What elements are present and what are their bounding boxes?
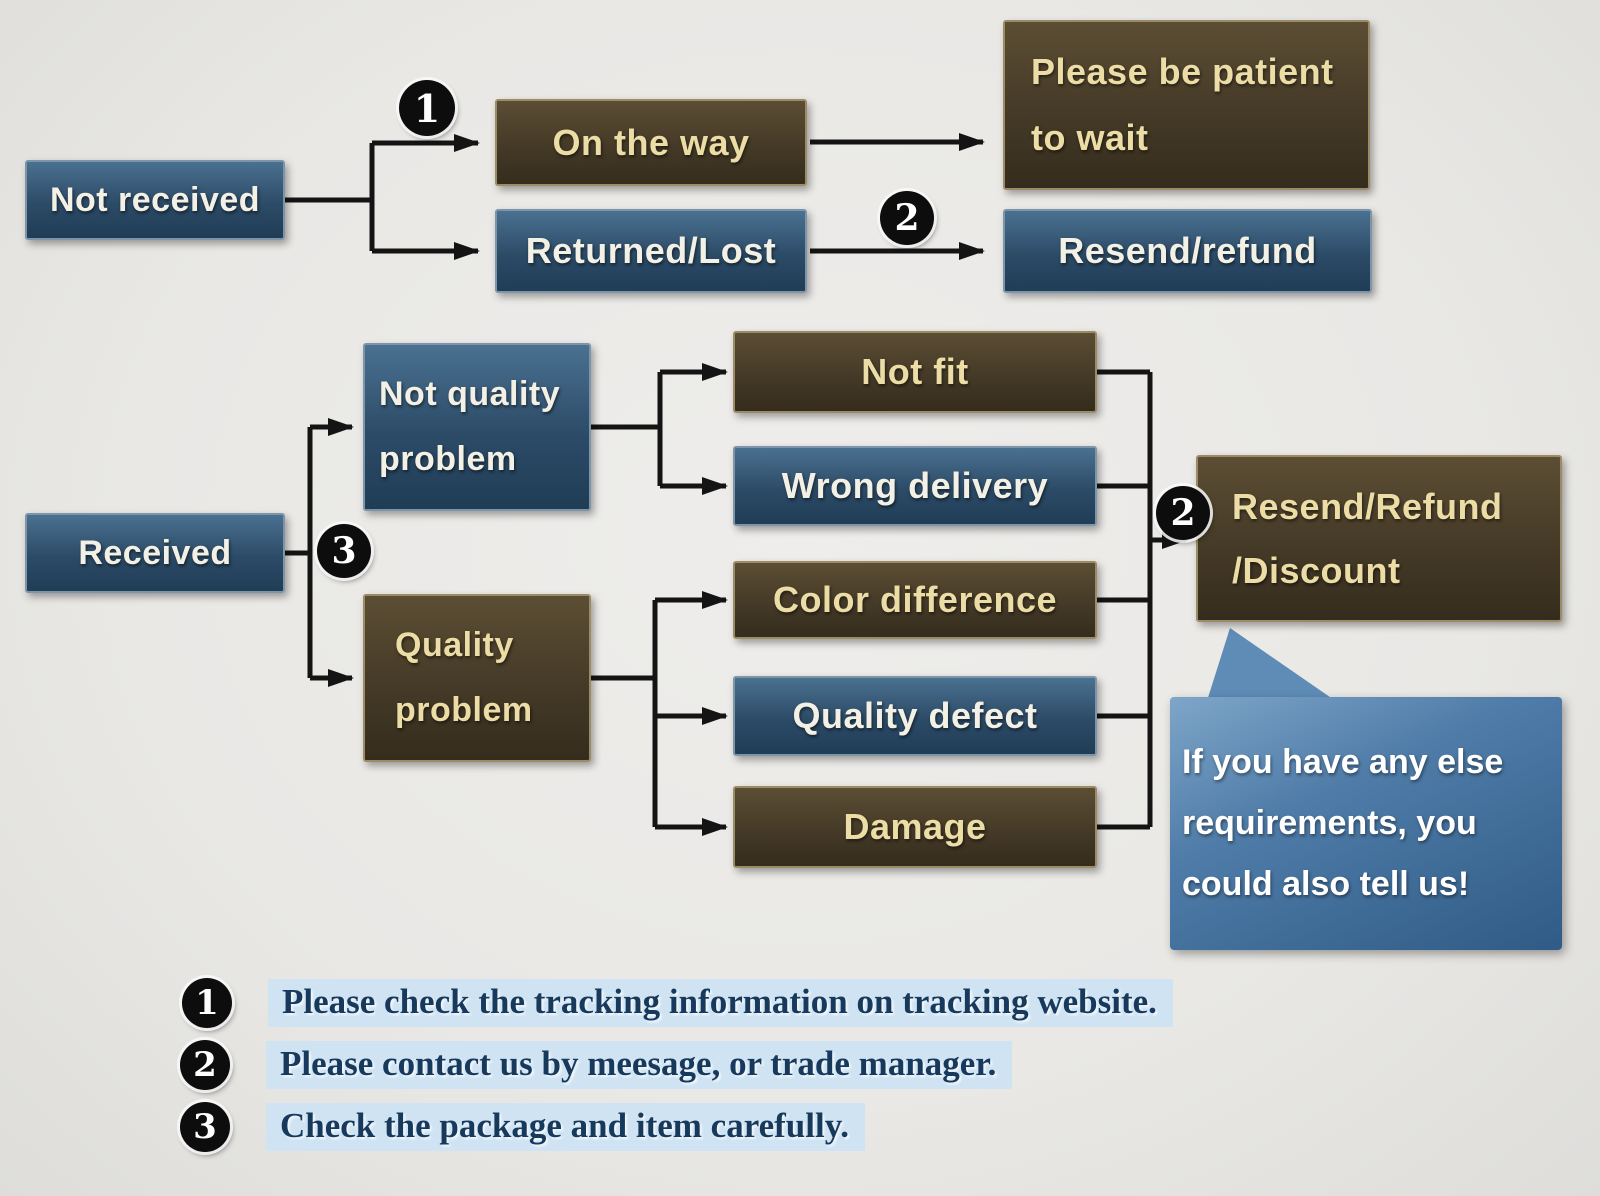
received-box: Received <box>25 513 285 593</box>
legend-3-badge: 3 <box>180 1102 230 1152</box>
wrong-delivery-box: Wrong delivery <box>733 446 1097 526</box>
legend-2-badge-number: 2 <box>193 1045 217 1085</box>
received-label: Received <box>78 533 232 572</box>
damage-label: Damage <box>843 806 987 847</box>
on-the-way-box: On the way <box>495 99 807 186</box>
quality-defect-box: Quality defect <box>733 676 1097 756</box>
resend-refund-discount-line2: /Discount <box>1232 549 1401 591</box>
quality-problem-box: Quality problem <box>363 594 591 762</box>
quality-problem-line2: problem <box>395 691 533 729</box>
quality-problem-line1: Quality <box>395 626 514 664</box>
resend-refund-discount-box: Resend/Refund /Discount <box>1196 455 1562 622</box>
note-bubble: If you have any else requirements, you c… <box>1170 697 1562 950</box>
step-2-badge-top-number: 2 <box>894 197 920 239</box>
bubble-tail <box>1206 628 1340 704</box>
not-quality-problem-line2: problem <box>379 440 517 478</box>
legend-1-badge: 1 <box>182 978 232 1028</box>
step-2-badge-right: 2 <box>1156 486 1210 540</box>
resend-refund-box: Resend/refund <box>1003 209 1372 293</box>
legend-item-2: 2 Please contact us by meesage, or trade… <box>180 1040 1013 1090</box>
legend-item-1: 1 Please check the tracking information … <box>182 978 1173 1028</box>
returned-lost-box: Returned/Lost <box>495 209 807 293</box>
legend-3-text: Check the package and item carefully. <box>266 1103 866 1151</box>
be-patient-box: Please be patient to wait <box>1003 20 1370 190</box>
legend-1-badge-number: 1 <box>195 983 219 1023</box>
resend-refund-discount-line1: Resend/Refund <box>1232 485 1503 527</box>
legend-3-badge-number: 3 <box>193 1107 217 1147</box>
be-patient-line1: Please be patient <box>1031 51 1334 92</box>
legend-item-3: 3 Check the package and item carefully. <box>180 1102 866 1152</box>
note-bubble-line1: If you have any else <box>1182 743 1504 781</box>
not-fit-label: Not fit <box>861 351 969 392</box>
step-1-badge-number: 1 <box>413 85 441 131</box>
not-received-box: Not received <box>25 160 285 240</box>
step-1-badge: 1 <box>399 80 455 136</box>
be-patient-line2: to wait <box>1031 117 1149 158</box>
step-2-badge-top: 2 <box>880 191 934 245</box>
not-fit-box: Not fit <box>733 331 1097 413</box>
returned-lost-label: Returned/Lost <box>525 230 777 271</box>
color-difference-box: Color difference <box>733 561 1097 639</box>
note-bubble-line2: requirements, you <box>1182 804 1477 842</box>
not-received-label: Not received <box>49 180 261 219</box>
color-difference-label: Color difference <box>772 579 1058 620</box>
note-bubble-line3: could also tell us! <box>1182 865 1470 903</box>
not-quality-problem-line1: Not quality <box>379 375 561 413</box>
step-3-badge: 3 <box>317 524 371 578</box>
not-quality-problem-box: Not quality problem <box>363 343 591 511</box>
damage-box: Damage <box>733 786 1097 868</box>
wrong-delivery-label: Wrong delivery <box>781 465 1049 506</box>
step-3-badge-number: 3 <box>331 530 357 572</box>
legend-2-badge: 2 <box>180 1040 230 1090</box>
legend-2-text: Please contact us by meesage, or trade m… <box>266 1041 1013 1089</box>
step-2-badge-right-number: 2 <box>1170 492 1196 534</box>
on-the-way-label: On the way <box>552 121 750 163</box>
legend-1-text: Please check the tracking information on… <box>268 979 1173 1027</box>
resend-refund-label: Resend/refund <box>1058 230 1317 271</box>
quality-defect-label: Quality defect <box>792 695 1038 736</box>
